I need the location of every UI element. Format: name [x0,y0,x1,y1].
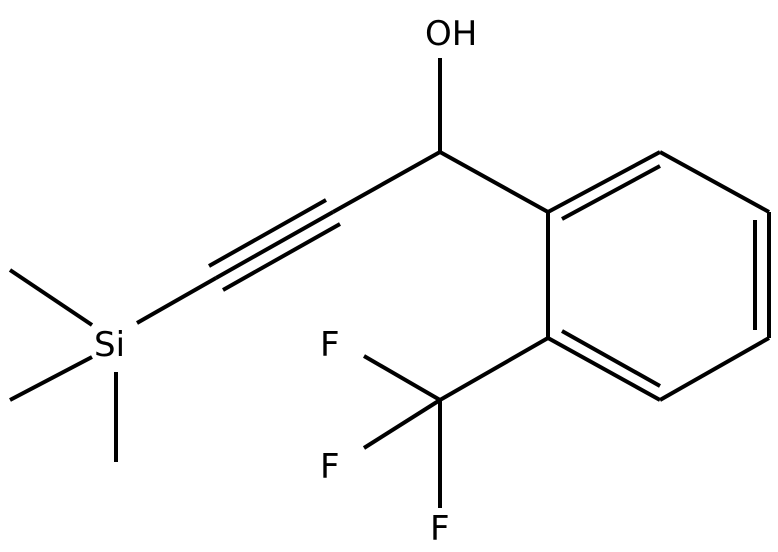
bond-carbinol-ring [439,150,549,214]
label-fluorine-2: F [320,447,340,487]
ring-bond-1 [547,150,661,214]
bond-carbinol-alkyne [332,150,441,214]
bond-alkyne-si [136,276,217,325]
label-silicon: Si [94,325,125,365]
bond-triple-b [208,198,327,268]
bond-ring-cf3 [439,336,549,402]
label-fluorine-1: F [320,325,340,365]
label-fluorine-3: F [430,509,450,549]
ring-bond-5-inner [561,329,661,388]
bond-triple-c [222,222,341,292]
ring-bond-2 [659,150,770,214]
bond-si-methyl-1 [8,268,94,327]
ring-bond-1-inner [561,164,661,221]
ring-bond-5 [547,336,661,402]
bond-triple-a [215,210,334,280]
bond-cf3-f2 [362,398,442,450]
bond-cf3-f1 [362,354,442,402]
label-hydroxyl: OH [425,14,477,54]
bond-si-methyl-2 [9,355,93,402]
ring-bond-4 [659,336,770,402]
